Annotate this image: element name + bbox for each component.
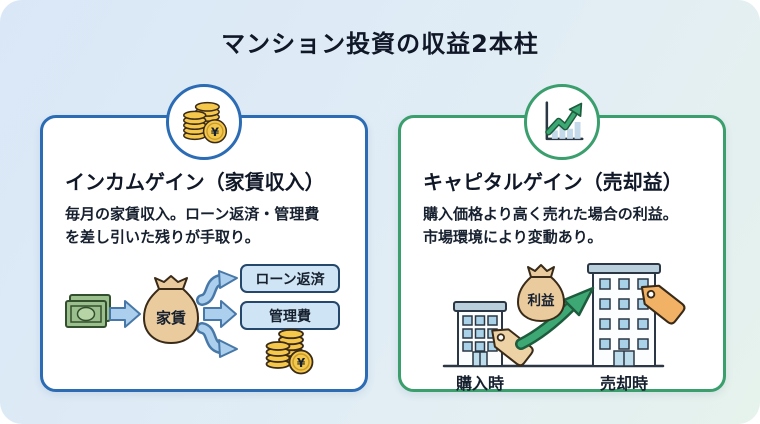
capital-card-description: 購入価格より高く売れた場合の利益。市場環境により変動あり。: [423, 205, 678, 246]
profit-bag-label: 利益: [528, 292, 556, 309]
branch-arrow-down-icon: [196, 322, 238, 358]
growth-chart-icon: [545, 101, 584, 141]
management-fee-label: 管理費: [269, 308, 311, 325]
main-title: マンション投資の収益2本柱: [221, 30, 539, 58]
loan-repayment-box: ローン返済: [240, 264, 340, 293]
income-gain-card: インカムゲイン（家賃収入） 毎月の家賃収入。ローン返済・管理費を差し引いた残りが…: [40, 115, 368, 392]
resale-diagram: 利益 購入時 売却時: [442, 263, 686, 393]
profit-bag-icon: 利益: [517, 264, 565, 322]
branch-arrow-up-icon: [196, 270, 238, 306]
rent-flow-diagram: 家賃 ローン返済 管理費: [65, 264, 340, 375]
leftover-coins-icon: ¥: [265, 328, 314, 375]
branch-arrow-mid-icon: [203, 300, 237, 328]
large-building-icon: [587, 263, 661, 367]
coin-yen-symbol: ¥: [297, 356, 306, 370]
management-fee-box: 管理費: [240, 301, 340, 330]
income-card-description: 毎月の家賃収入。ローン返済・管理費を差し引いた残りが手取り。: [65, 205, 320, 246]
badge-yen-symbol: ¥: [211, 125, 220, 139]
rent-bag-label: 家賃: [156, 309, 186, 327]
large-price-tag-icon: [640, 284, 686, 325]
banknote-icon: [65, 294, 111, 328]
capital-card-badge: [524, 84, 600, 160]
growth-arrow-icon: [515, 286, 595, 350]
buy-time-label: 購入時: [455, 374, 504, 393]
sell-time-label: 売却時: [600, 374, 648, 393]
rent-bag-icon: 家賃: [143, 275, 199, 344]
flow-arrow-icon: [109, 300, 141, 328]
capital-card-title: キャピタルゲイン（売却益）: [423, 170, 683, 194]
small-price-tag-icon: [491, 328, 534, 367]
income-card-badge: ¥: [166, 84, 242, 160]
loan-repayment-label: ローン返済: [255, 271, 325, 288]
yen-coins-icon: ¥: [183, 101, 228, 144]
income-card-title: インカムゲイン（家賃収入）: [65, 170, 325, 194]
